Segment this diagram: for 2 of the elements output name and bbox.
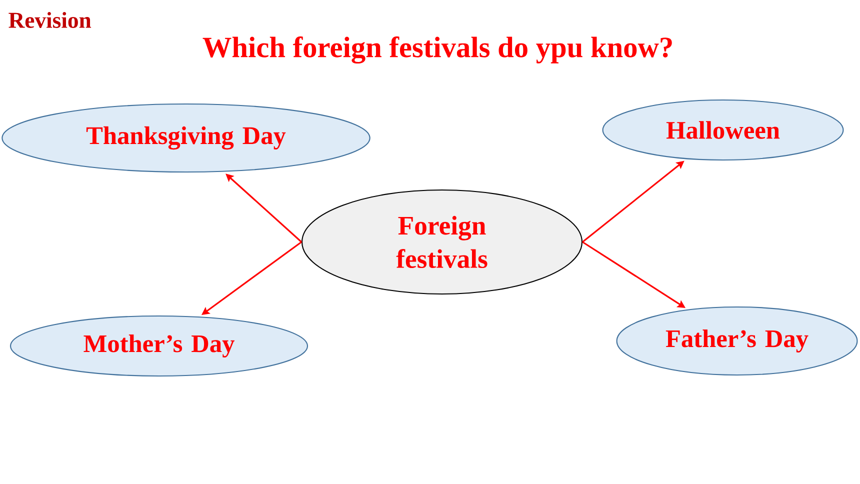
title: Which foreign festivals do ypu know?	[202, 36, 672, 64]
section-label: Revision	[8, 12, 92, 28]
